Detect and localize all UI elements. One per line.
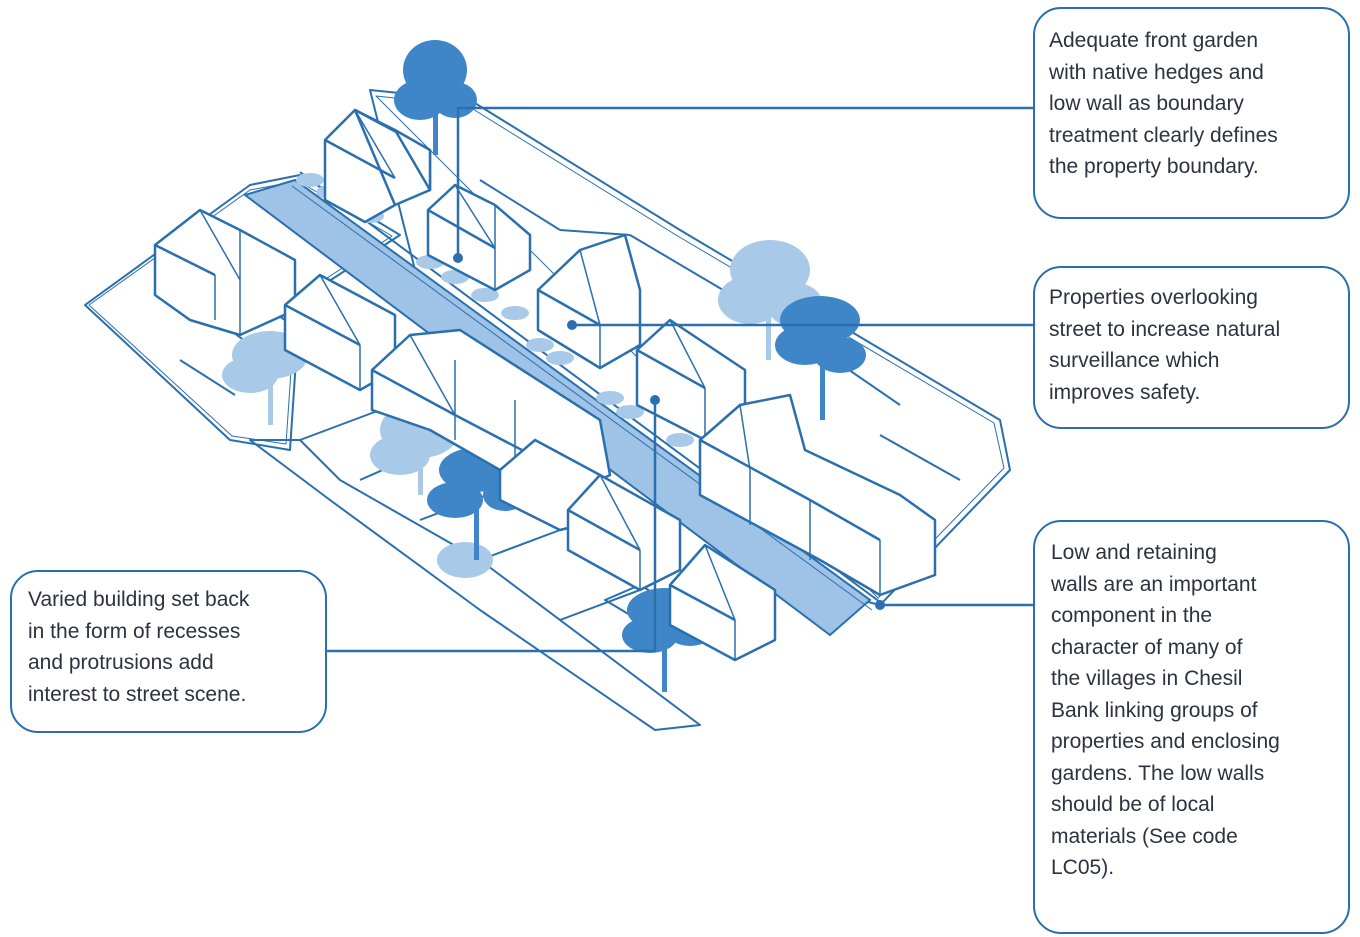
pavement-edge-inner	[291, 185, 873, 611]
leader-front-garden	[456, 106, 1033, 258]
callout-low-walls: Low and retaining walls are an important…	[1033, 520, 1350, 934]
dot-overlooking	[567, 320, 577, 330]
leader-lines	[327, 106, 1033, 653]
callout-set-back: Varied building set back in the form of …	[10, 570, 327, 733]
callout-overlooking: Properties overlooking street to increas…	[1033, 266, 1350, 429]
trees-dark	[394, 40, 866, 692]
dot-front-garden	[453, 253, 463, 263]
dot-set-back	[650, 395, 660, 405]
leader-dots	[453, 253, 885, 610]
leader-set-back	[327, 400, 657, 653]
houses	[153, 108, 937, 662]
dot-low-walls	[875, 600, 885, 610]
callout-front-garden: Adequate front garden with native hedges…	[1033, 7, 1350, 219]
